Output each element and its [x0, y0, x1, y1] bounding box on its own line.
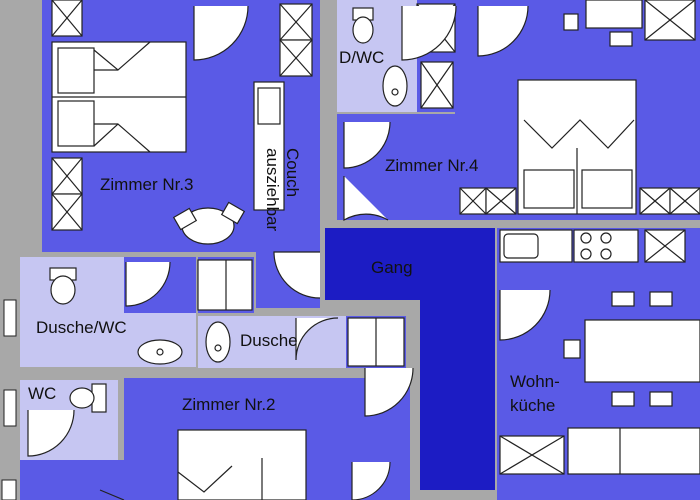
- label-gang: Gang: [371, 258, 413, 277]
- label-dusche: Dusche: [240, 331, 298, 350]
- wardrobe-zimmer-3: [51, 0, 313, 231]
- label-couch: Couch ausziehbar: [263, 148, 302, 232]
- double-bed-zimmer-3: [51, 41, 187, 153]
- label-wc: WC: [28, 384, 57, 403]
- couch-zimmer-3: [253, 81, 285, 211]
- dusche-fixtures: [205, 317, 405, 367]
- label-zimmer-4: Zimmer Nr.4: [385, 156, 479, 175]
- door-swing-zimmer-4: [477, 5, 529, 57]
- table-zimmer-3: [172, 201, 246, 245]
- windows: [1, 299, 17, 500]
- label-dusche-wc: Dusche/WC: [36, 318, 127, 337]
- kitchen-table: [563, 291, 700, 407]
- room-gang-lower: [420, 300, 495, 490]
- door-swing-gang: [273, 251, 414, 500]
- door-swing-zimmer-3: [193, 5, 249, 61]
- kitchen-sofa: [499, 427, 700, 475]
- label-zimmer-2: Zimmer Nr.2: [182, 395, 276, 414]
- dusche-wc-fixtures: [49, 259, 253, 365]
- door-swing-dwc: [343, 5, 457, 222]
- door-swing-kitchen: [499, 289, 551, 341]
- double-bed-zimmer-4: [517, 79, 637, 215]
- label-zimmer-3: Zimmer Nr.3: [100, 175, 194, 194]
- wc-fixtures: [27, 383, 107, 457]
- label-wohnkueche: Wohn- küche: [510, 370, 560, 418]
- label-wohnkueche-line2: küche: [510, 396, 556, 415]
- wardrobe-zimmer-4: [459, 0, 700, 215]
- double-bed-zimmer-2: [99, 429, 307, 500]
- room-gang: [325, 228, 495, 300]
- label-dwc: D/WC: [339, 48, 385, 67]
- label-wohnkueche-line1: Wohn-: [510, 372, 560, 391]
- kitchen-counter: [499, 229, 686, 263]
